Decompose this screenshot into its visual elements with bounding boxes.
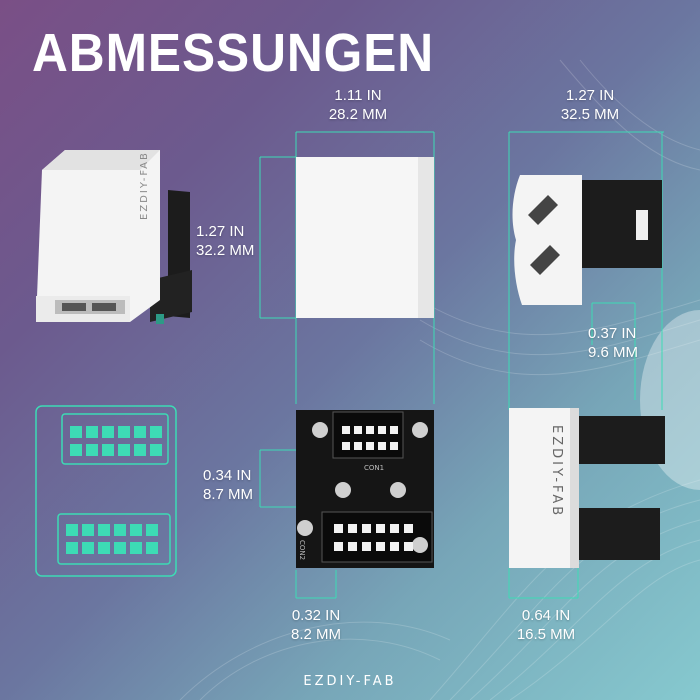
pin-diagram (35, 405, 177, 577)
product-label-side: EZDIY-FAB (549, 425, 564, 518)
pin-diagram-pins (66, 426, 162, 554)
product-label-3d: EZDIY-FAB (139, 151, 150, 220)
pcb-pins (334, 426, 413, 551)
side-view-bottom (509, 408, 665, 568)
adapter-3d-view (36, 150, 192, 324)
page-title: ABMESSUNGEN (32, 23, 435, 83)
pcb-label-con1: CON1 (364, 464, 384, 472)
pcb-view (296, 410, 434, 568)
pcb-label-con2: CON2 (298, 540, 306, 560)
side-view-top (512, 175, 662, 305)
brand-footer: EZDIY-FAB (303, 674, 397, 689)
front-view (296, 157, 434, 318)
